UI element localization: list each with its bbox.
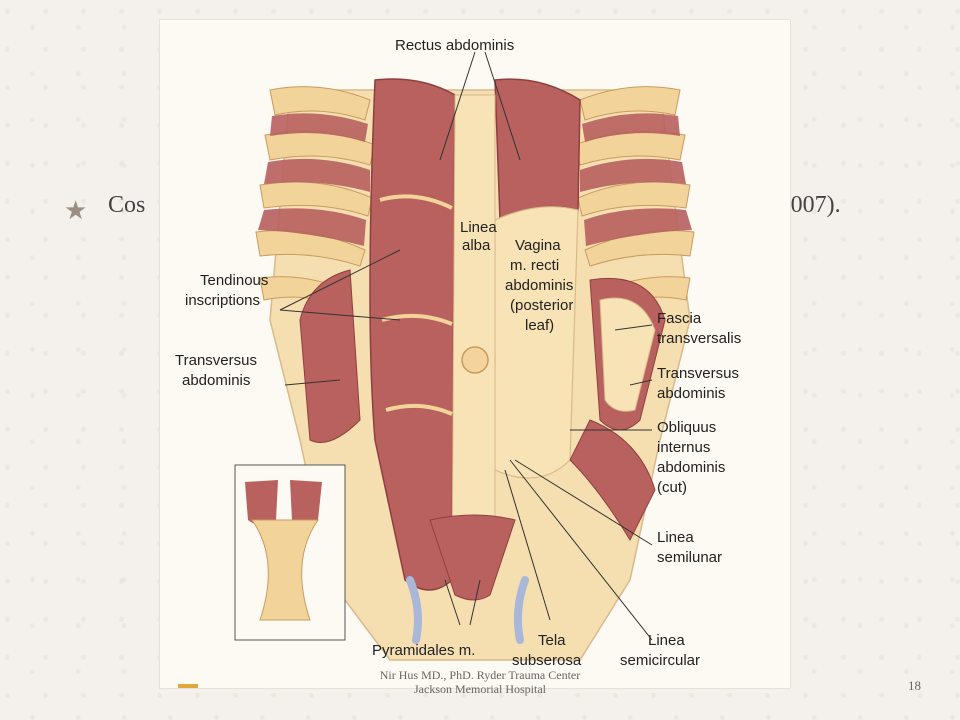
label-obliquus-1: Obliquus [657, 419, 716, 436]
label-transversus-right-2: abdominis [657, 385, 725, 402]
footer-credit: Nir Hus MD., PhD. Ryder Trauma Center Ja… [330, 668, 630, 696]
rectus-abdominis-right [494, 78, 581, 222]
inset-muscle-right [290, 480, 322, 525]
linea-alba [451, 94, 496, 581]
label-fascia-1: Fascia [657, 310, 702, 327]
label-vagina-2: m. recti [510, 257, 559, 274]
label-obliquus-4: (cut) [657, 479, 687, 496]
label-linea-alba-2: alba [462, 237, 491, 254]
tendinous-inscriptions [379, 194, 453, 416]
label-vagina-3: abdominis [505, 277, 573, 294]
label-tela-1: Tela [538, 632, 566, 649]
bullet-text-left: Cos [108, 192, 146, 218]
label-semilunar-2: semilunar [657, 549, 722, 566]
label-pyramidales: Pyramidales m. [372, 642, 475, 659]
vessel-left [406, 576, 422, 644]
label-vagina-4: (posterior [510, 297, 573, 314]
label-transversus-left-1: Transversus [175, 352, 257, 369]
label-semilunar-1: Linea [657, 529, 694, 546]
label-obliquus-3: abdominis [657, 459, 725, 476]
footer-line-2: Jackson Memorial Hospital [414, 682, 546, 696]
label-transversus-right-1: Transversus [657, 365, 739, 382]
pyramidales [429, 514, 516, 601]
bullet-star-icon: ★ [64, 196, 88, 225]
label-obliquus-2: internus [657, 439, 710, 456]
umbilicus [461, 346, 489, 374]
label-fascia-2: transversalis [657, 330, 741, 347]
label-tendinous-1: Tendinous [200, 272, 268, 289]
vessel-right [513, 576, 529, 644]
intercostal-muscles [258, 113, 692, 246]
page-number: 18 [908, 678, 921, 693]
label-vagina-1: Vagina [515, 237, 561, 254]
footer-line-1: Nir Hus MD., PhD. Ryder Trauma Center [379, 668, 581, 682]
footer-accent-bar [178, 684, 198, 688]
label-tela-2: subserosa [512, 652, 582, 669]
label-linea-alba-1: Linea [460, 219, 497, 236]
obliquus-internus-cut [569, 419, 656, 542]
rectus-abdominis-left [369, 78, 456, 591]
inset-muscle-left [245, 480, 278, 525]
left-ribs [255, 86, 376, 307]
inset-tendons [251, 519, 319, 621]
label-semicircular-2: semicircular [620, 652, 700, 669]
label-transversus-left-2: abdominis [182, 372, 250, 389]
label-rectus-abdominis: Rectus abdominis [395, 37, 514, 54]
label-tendinous-2: inscriptions [185, 292, 260, 309]
leader-lines [279, 51, 653, 641]
label-semicircular-1: Linea [648, 632, 685, 649]
label-vagina-5: leaf) [525, 317, 554, 334]
abdominal-wall-illustration: Rectus abdominis Linea alba Vagina m. re… [175, 37, 741, 669]
anatomy-figure: Rectus abdominis Linea alba Vagina m. re… [160, 20, 790, 688]
